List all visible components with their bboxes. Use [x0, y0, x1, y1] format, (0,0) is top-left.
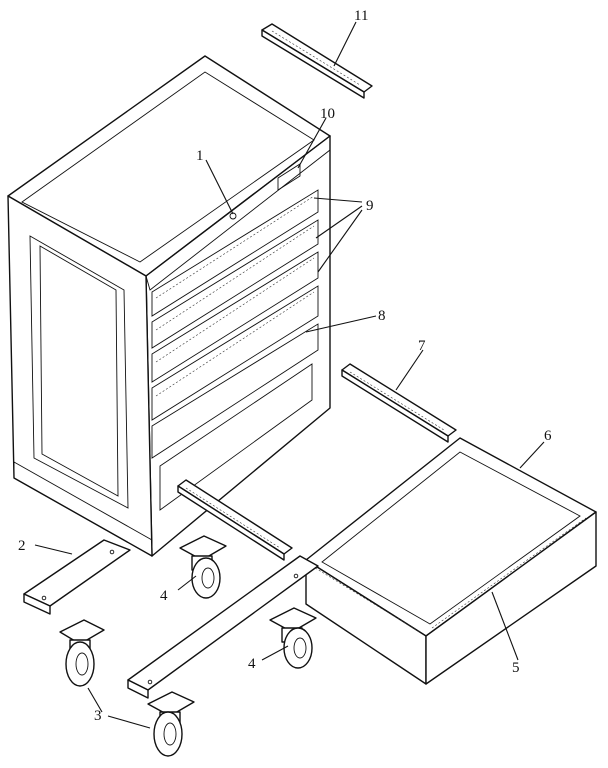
callout-5: 5	[512, 660, 520, 676]
leader-lines	[34, 21, 545, 729]
callout-9: 9	[366, 198, 374, 214]
callout-6: 6	[544, 428, 552, 444]
drawer-slide-right	[341, 363, 457, 443]
callout-11: 11	[354, 8, 368, 24]
callout-labels: 1 2 3 4 4 5 6 7 8 9 10 11	[18, 8, 552, 724]
callout-1: 1	[196, 148, 204, 164]
callout-3: 3	[94, 708, 102, 724]
drawer-slide-left	[177, 479, 293, 561]
fixed-caster-left	[59, 619, 105, 687]
callout-2: 2	[18, 538, 26, 554]
base-plate-right	[127, 555, 319, 699]
swivel-caster-front	[179, 535, 227, 599]
callout-10: 10	[320, 106, 335, 122]
top-rail-part	[261, 23, 373, 99]
callout-4-front: 4	[160, 588, 168, 604]
callout-4-rear: 4	[248, 656, 256, 672]
base-plate-left	[23, 539, 131, 615]
callout-8: 8	[378, 308, 386, 324]
callout-7: 7	[418, 338, 426, 354]
cabinet-body	[7, 55, 331, 557]
drawer-part	[305, 437, 597, 685]
fixed-caster-front	[147, 691, 195, 757]
swivel-caster-rear	[269, 607, 317, 669]
